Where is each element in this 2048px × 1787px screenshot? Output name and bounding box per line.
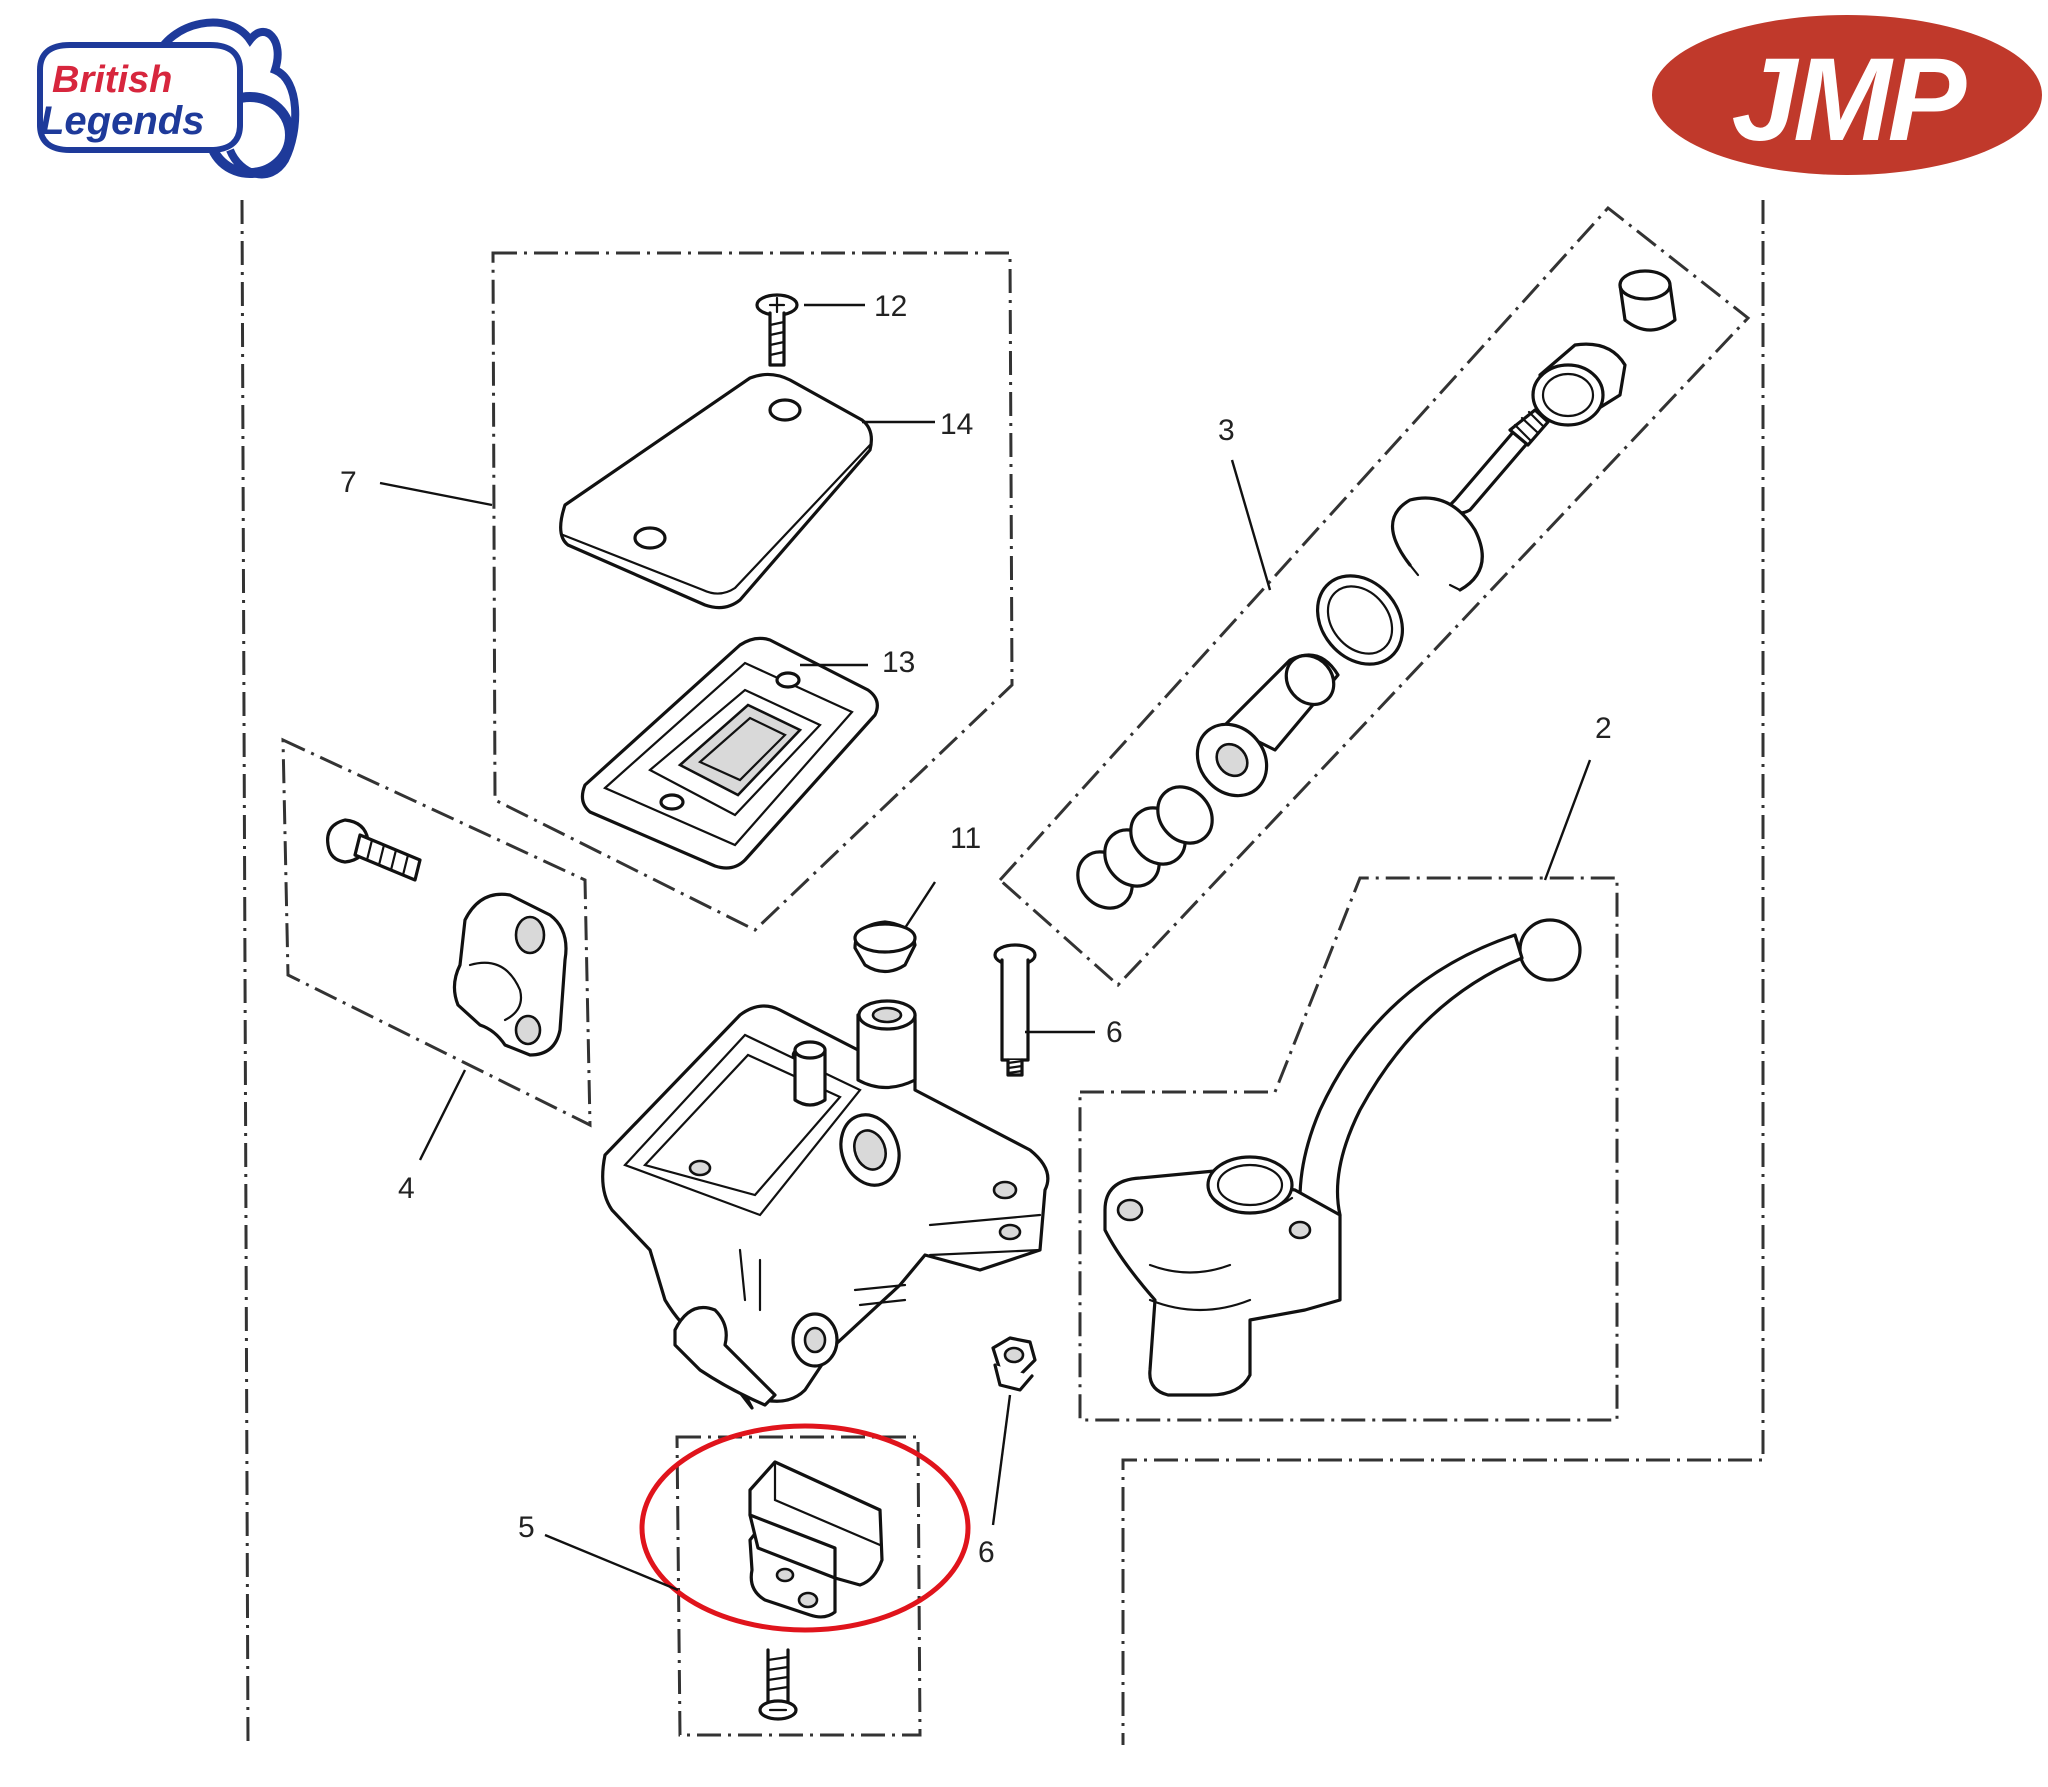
brake-switch-assembly (675, 1435, 922, 1737)
handlebar-clamp-assembly (281, 737, 592, 1128)
pivot-bolt (993, 943, 1037, 1077)
cap-plug (853, 920, 917, 974)
boot-sleeve (1531, 342, 1627, 427)
callout-14: 14 (940, 408, 973, 441)
piston-seal (1315, 574, 1405, 666)
callout-5: 5 (518, 1511, 535, 1544)
clamp-bolt (326, 818, 422, 882)
logo-text-jmp: JMP (1732, 34, 1967, 166)
reservoir-cover-assembly (491, 251, 1014, 932)
callout-12: 12 (874, 290, 907, 323)
callout-7: 7 (340, 466, 357, 499)
handlebar-clamp (452, 892, 568, 1057)
piston-assembly (997, 205, 1751, 988)
logo-text-british: British (52, 59, 172, 101)
brake-lever-assembly (1078, 876, 1619, 1422)
highlight-circle (639, 1423, 971, 1633)
callout-11: 11 (950, 822, 981, 855)
leader-lines (379, 303, 1592, 1592)
master-cylinder-body (601, 999, 1050, 1410)
dust-boot (1618, 269, 1677, 332)
circlip (1390, 496, 1484, 592)
return-spring (1076, 785, 1214, 910)
callout-6-nut: 6 (978, 1536, 995, 1569)
callout-2: 2 (1595, 712, 1612, 745)
switch-screw (758, 1648, 798, 1721)
push-rod (1448, 408, 1550, 515)
callout-3: 3 (1218, 414, 1235, 447)
pivot-nut (991, 1336, 1037, 1392)
reservoir-cover (559, 372, 873, 610)
callout-13: 13 (882, 646, 915, 679)
callout-6-pivot-bolt: 6 (1106, 1016, 1123, 1049)
cover-screw (755, 293, 799, 367)
british-legends-logo: British Legends (37, 18, 300, 179)
piston (1195, 653, 1340, 798)
lever-pivot-block (1103, 1155, 1342, 1397)
callout-numbers: 12 14 7 13 3 2 4 11 6 6 5 (340, 290, 1612, 1569)
outer-frame (240, 199, 1765, 1746)
reservoir-diaphragm (580, 636, 879, 870)
jmp-logo: JMP (1652, 15, 2042, 175)
brake-light-switch (748, 1460, 884, 1619)
logo-text-legends: Legends (40, 99, 204, 143)
callout-4: 4 (398, 1172, 415, 1205)
brake-lever (1298, 918, 1582, 1242)
